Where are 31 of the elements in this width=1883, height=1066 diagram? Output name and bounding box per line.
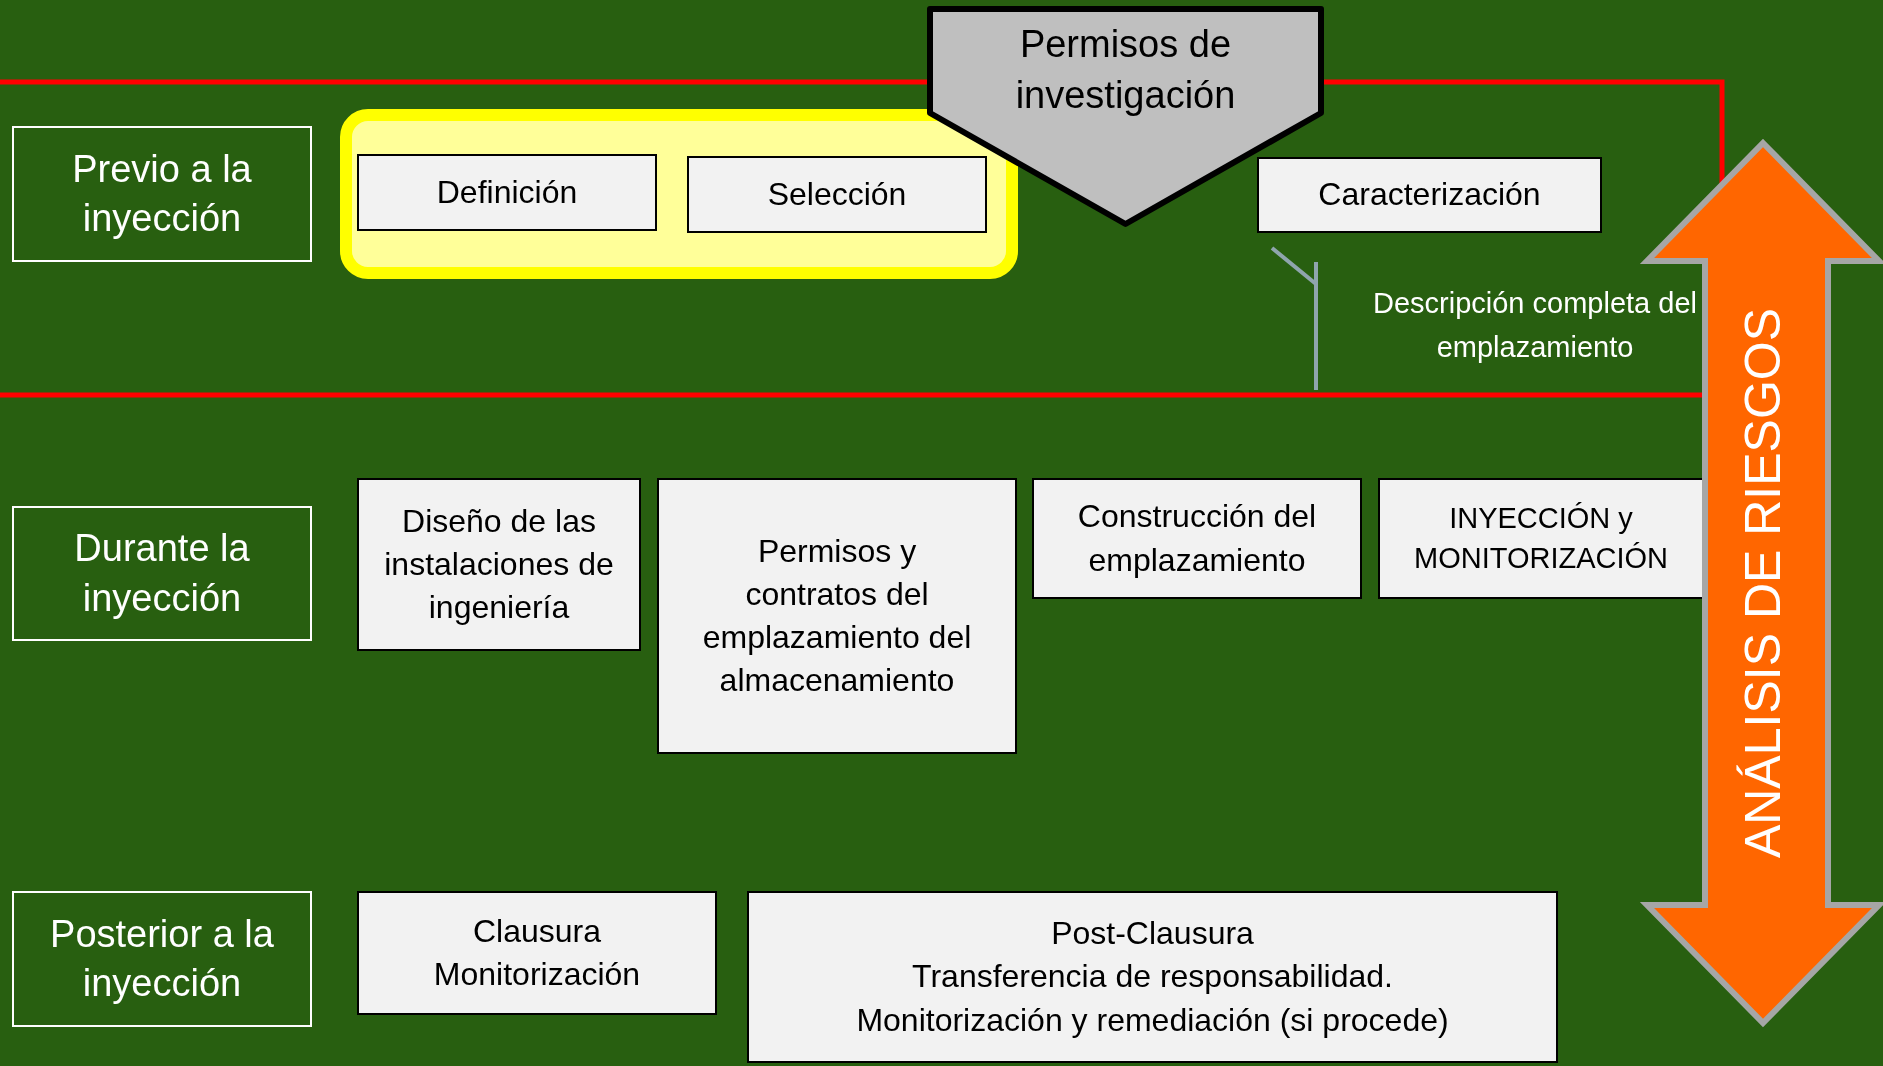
box-text: Monitorización y remediación (si procede) — [856, 1000, 1449, 1040]
box-text: Construcción del emplazamiento — [1076, 497, 1318, 580]
process-box — [357, 891, 717, 1015]
process-box — [1378, 478, 1704, 599]
box-text: Durante la inyección — [73, 526, 251, 621]
box-text: INYECCIÓN y MONITORIZACIÓN — [1413, 501, 1669, 576]
callout-text: Permisos de investigación — [1014, 22, 1237, 119]
box-text: Selección — [767, 174, 907, 214]
highlight-group — [340, 109, 1018, 279]
box-text: Posterior a la inyección — [49, 911, 275, 1006]
note-text: Descripción completa del emplazamiento — [1372, 286, 1698, 365]
box-text: Definición — [436, 172, 578, 212]
box-text: Transferencia de responsabilidad. — [912, 957, 1393, 997]
process-box — [687, 156, 987, 233]
process-box — [357, 478, 641, 651]
phase-box — [12, 506, 312, 641]
process-box — [1257, 157, 1602, 233]
box-text: Previo a la inyección — [71, 146, 253, 241]
process-box — [357, 154, 657, 231]
box-text: Post-Clausura — [1051, 914, 1254, 954]
vertical-label: ANÁLISIS DE RIESGOS — [1734, 307, 1792, 859]
box-text: Caracterización — [1318, 175, 1541, 215]
process-box — [1032, 478, 1362, 599]
box-text: Diseño de las instalaciones de ingeniería — [383, 501, 615, 628]
phase-box — [12, 126, 312, 262]
box-text: Monitorización — [433, 955, 641, 994]
process-box — [747, 891, 1558, 1063]
process-box — [657, 478, 1017, 754]
box-text: Permisos y contratos del emplazamiento del almacenamiento — [701, 531, 973, 701]
box-text: Clausura — [472, 911, 602, 951]
phase-box — [12, 891, 312, 1027]
